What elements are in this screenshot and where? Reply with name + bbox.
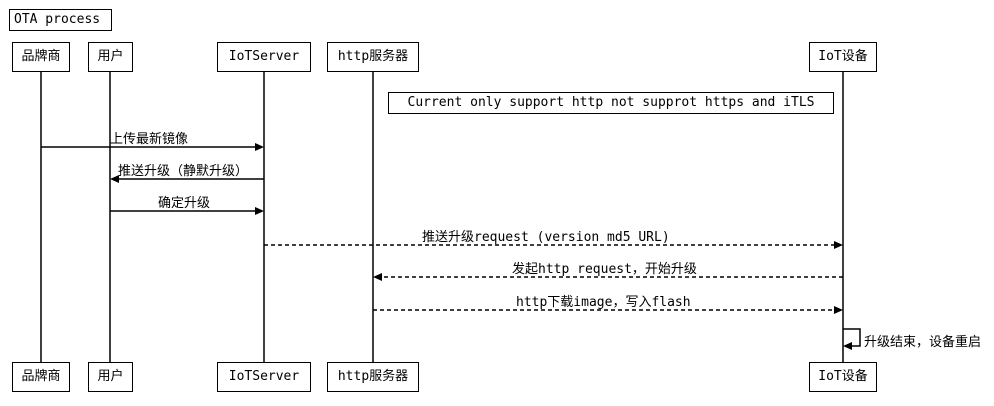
message-label-7: 升级结束，设备重启 xyxy=(864,335,982,350)
participant-iotserver-top: IoTServer xyxy=(217,42,311,72)
message-label-6: http下载image，写入flash xyxy=(516,295,691,310)
arrowhead-5 xyxy=(373,273,382,281)
participant-iot-device-bottom: IoT设备 xyxy=(809,362,877,392)
participant-http-server-bottom: http服务器 xyxy=(327,362,419,392)
arrowhead-3 xyxy=(255,207,264,215)
arrowhead-7 xyxy=(843,342,852,350)
note: Current only support http not supprot ht… xyxy=(388,92,834,114)
message-label-3: 确定升级 xyxy=(158,196,211,211)
message-label-5: 发起http request，开始升级 xyxy=(512,262,697,277)
participant-user-top: 用户 xyxy=(88,42,133,72)
message-label-2: 推送升级（静默升级） xyxy=(118,164,249,179)
participant-http-server-top: http服务器 xyxy=(327,42,419,72)
diagram-title: OTA process xyxy=(9,9,112,31)
participant-brand-bottom: 品牌商 xyxy=(12,362,70,392)
participant-iotserver-bottom: IoTServer xyxy=(217,362,311,392)
arrowhead-2 xyxy=(110,175,119,183)
arrowhead-4 xyxy=(834,241,843,249)
participant-user-bottom: 用户 xyxy=(88,362,133,392)
arrowhead-6 xyxy=(834,306,843,314)
arrowhead-1 xyxy=(255,143,264,151)
message-label-1: 上传最新镜像 xyxy=(110,132,189,147)
participant-iot-device-top: IoT设备 xyxy=(809,42,877,72)
participant-brand-top: 品牌商 xyxy=(12,42,70,72)
message-label-4: 推送升级request (version md5 URL) xyxy=(422,230,670,245)
message-arrow-7 xyxy=(843,328,861,347)
